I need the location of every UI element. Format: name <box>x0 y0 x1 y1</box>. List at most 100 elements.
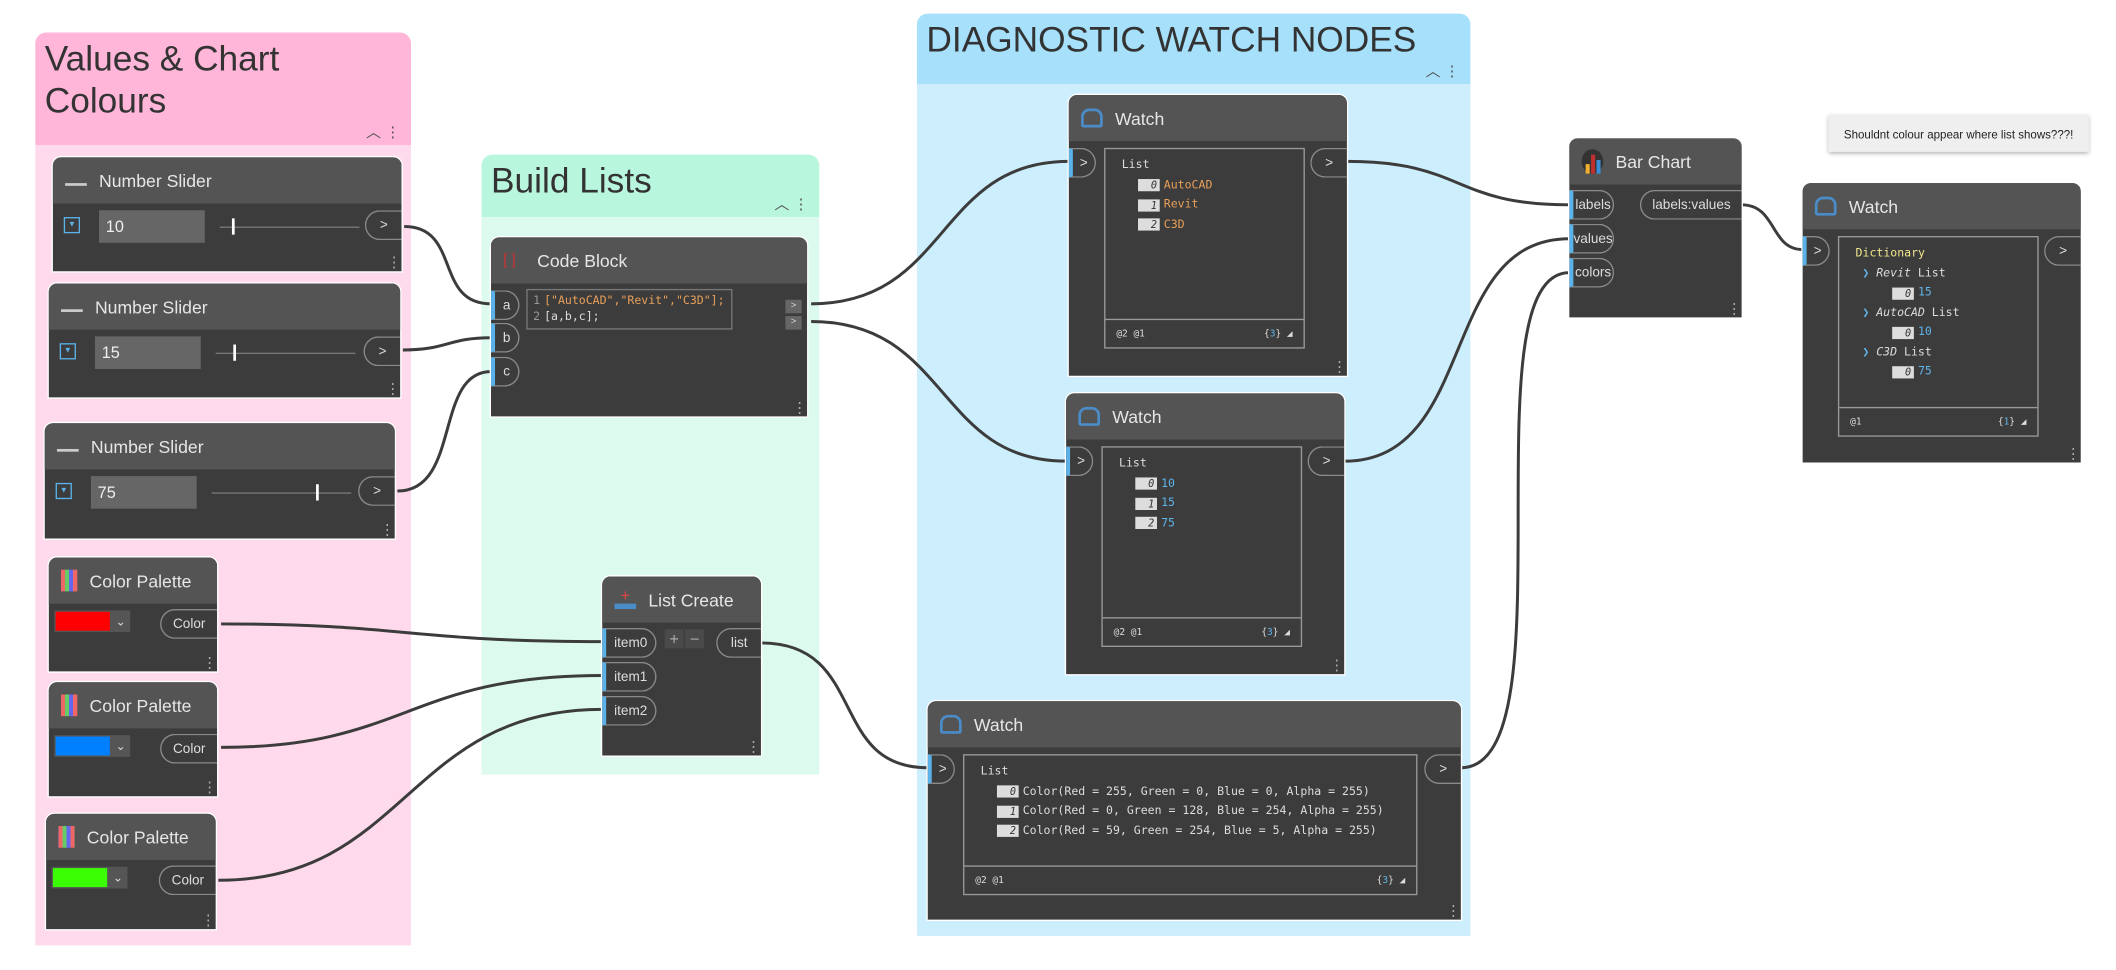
output-port[interactable]: labels:values <box>1639 189 1742 220</box>
wire <box>397 370 492 493</box>
color-picker-dropdown[interactable]: ⌄ <box>54 610 131 633</box>
input-port-item0[interactable]: item0 <box>602 628 657 658</box>
slider-value-input[interactable]: 15 <box>94 336 201 369</box>
output-port[interactable]: > <box>1310 147 1347 178</box>
output-port[interactable]: > <box>1307 446 1345 477</box>
input-port-item2[interactable]: item2 <box>602 695 657 726</box>
node-menu-icon[interactable]: ⋮ <box>386 255 402 272</box>
color-swatch <box>55 736 110 756</box>
node-menu-icon[interactable]: ⋮ <box>1445 903 1461 920</box>
input-port-c[interactable]: c <box>491 356 520 387</box>
node-menu-icon[interactable]: ⋮ <box>385 381 401 398</box>
group-title: Build Lists <box>491 160 652 201</box>
number-slider-node[interactable]: Number Slider ▼ 15 > ⋮ <box>48 283 401 398</box>
node-menu-icon[interactable]: ⋮ <box>1331 359 1347 376</box>
input-port-item1[interactable]: item1 <box>602 661 657 692</box>
code-editor[interactable]: 1["AutoCAD","Revit","C3D"]; 2[a,b,c]; <box>526 288 733 330</box>
slider-value-input[interactable]: 10 <box>99 210 205 243</box>
collapse-icon[interactable]: ︿ ⋮ <box>774 196 809 213</box>
output-port[interactable]: > <box>358 476 395 506</box>
node-menu-icon[interactable]: ⋮ <box>200 912 216 930</box>
expand-dropdown-icon[interactable]: ▼ <box>55 482 72 500</box>
node-title: Code Block <box>537 250 628 271</box>
node-menu-icon[interactable]: ⋮ <box>1726 301 1742 318</box>
list-create-node[interactable]: +List Create item0 item1 item2 + − list … <box>602 576 761 756</box>
list-output-port[interactable]: list <box>716 628 761 658</box>
node-menu-icon[interactable]: ⋮ <box>746 739 761 756</box>
wire <box>1741 203 1803 252</box>
item-count: {3} ◢ <box>1261 626 1290 638</box>
color-picker-dropdown[interactable]: ⌄ <box>51 866 128 889</box>
output-port[interactable]: > <box>2044 236 2081 266</box>
output-port-2[interactable]: > <box>785 316 802 330</box>
expand-dropdown-icon[interactable]: ▼ <box>63 217 81 234</box>
slider-track[interactable] <box>219 218 360 235</box>
color-palette-node[interactable]: Color Palette ⌄ Color ⋮ <box>48 682 218 797</box>
palette-icon <box>61 694 78 717</box>
slider-track[interactable] <box>215 344 356 361</box>
color-palette-node[interactable]: Color Palette ⌄ Color ⋮ <box>46 813 216 930</box>
group-header[interactable]: Values & Chart Colours︿ ⋮ <box>35 32 411 146</box>
node-menu-icon[interactable]: ⋮ <box>792 400 808 417</box>
note[interactable]: Shouldnt colour appear where list shows?… <box>1828 115 2089 152</box>
output-port[interactable]: > <box>363 336 401 367</box>
slider-thumb[interactable] <box>233 344 237 361</box>
chevron-right-icon[interactable]: ❯ <box>1862 345 1877 360</box>
slider-track[interactable] <box>211 484 352 501</box>
color-picker-dropdown[interactable]: ⌄ <box>54 735 131 757</box>
number-slider-node[interactable]: Number Slider ▼ 75 > ⋮ <box>44 423 395 539</box>
watch-icon <box>939 714 962 734</box>
slider-value-input[interactable]: 75 <box>90 476 197 509</box>
bar-chart-node[interactable]: Bar Chart labels values colors labels:va… <box>1569 138 1742 318</box>
color-palette-node[interactable]: Color Palette ⌄ Color ⋮ <box>48 557 218 672</box>
node-menu-icon[interactable]: ⋮ <box>2065 446 2081 463</box>
color-output-port[interactable]: Color <box>158 865 216 896</box>
remove-input-button[interactable]: − <box>684 629 704 649</box>
list-type: List <box>1121 159 1150 173</box>
collapse-icon[interactable]: ︿ ⋮ <box>1425 63 1460 80</box>
collapse-icon[interactable]: ︿ ⋮ <box>366 124 401 141</box>
node-menu-icon[interactable]: ⋮ <box>202 655 218 672</box>
number-slider-node[interactable]: Number Slider ▼ 10 > ⋮ <box>52 157 402 272</box>
color-output-port[interactable]: Color <box>160 609 218 639</box>
chevron-right-icon[interactable]: ❯ <box>1862 306 1877 320</box>
input-port-values[interactable]: values <box>1569 223 1615 254</box>
input-port-colors[interactable]: colors <box>1569 257 1615 288</box>
chevron-right-icon[interactable]: ❯ <box>1862 266 1877 281</box>
node-menu-icon[interactable]: ⋮ <box>1329 657 1345 675</box>
input-port-labels[interactable]: labels <box>1569 189 1615 220</box>
slider-thumb[interactable] <box>316 484 319 501</box>
output-port[interactable]: > <box>364 210 402 241</box>
dict-key: ❯ Revit List <box>1862 266 1946 281</box>
output-port-1[interactable]: > <box>785 299 802 314</box>
color-output-port[interactable]: Color <box>160 733 218 764</box>
slider-thumb[interactable] <box>231 218 235 235</box>
input-port[interactable]: > <box>1066 446 1094 477</box>
node-title: Number Slider <box>90 436 204 457</box>
group-header[interactable]: Build Lists ︿ ⋮ <box>481 154 820 218</box>
node-menu-icon[interactable]: ⋮ <box>202 779 218 797</box>
node-menu-icon[interactable]: ⋮ <box>379 522 395 539</box>
input-port[interactable]: > <box>1802 236 1830 266</box>
code-block-node[interactable]: [ ]Code Block a b c 1["AutoCAD","Revit",… <box>491 237 808 417</box>
input-port[interactable]: > <box>1068 147 1096 178</box>
add-input-button[interactable]: + <box>664 629 684 649</box>
input-port-b[interactable]: b <box>491 322 520 353</box>
output-port[interactable]: > <box>1424 754 1461 784</box>
expand-dropdown-icon[interactable]: ▼ <box>59 343 76 360</box>
input-port-a[interactable]: a <box>491 290 520 321</box>
input-port[interactable]: > <box>927 754 955 784</box>
group-header[interactable]: DIAGNOSTIC WATCH NODES︿ ⋮ <box>916 13 1471 85</box>
list-levels: @1 <box>1850 416 1862 428</box>
